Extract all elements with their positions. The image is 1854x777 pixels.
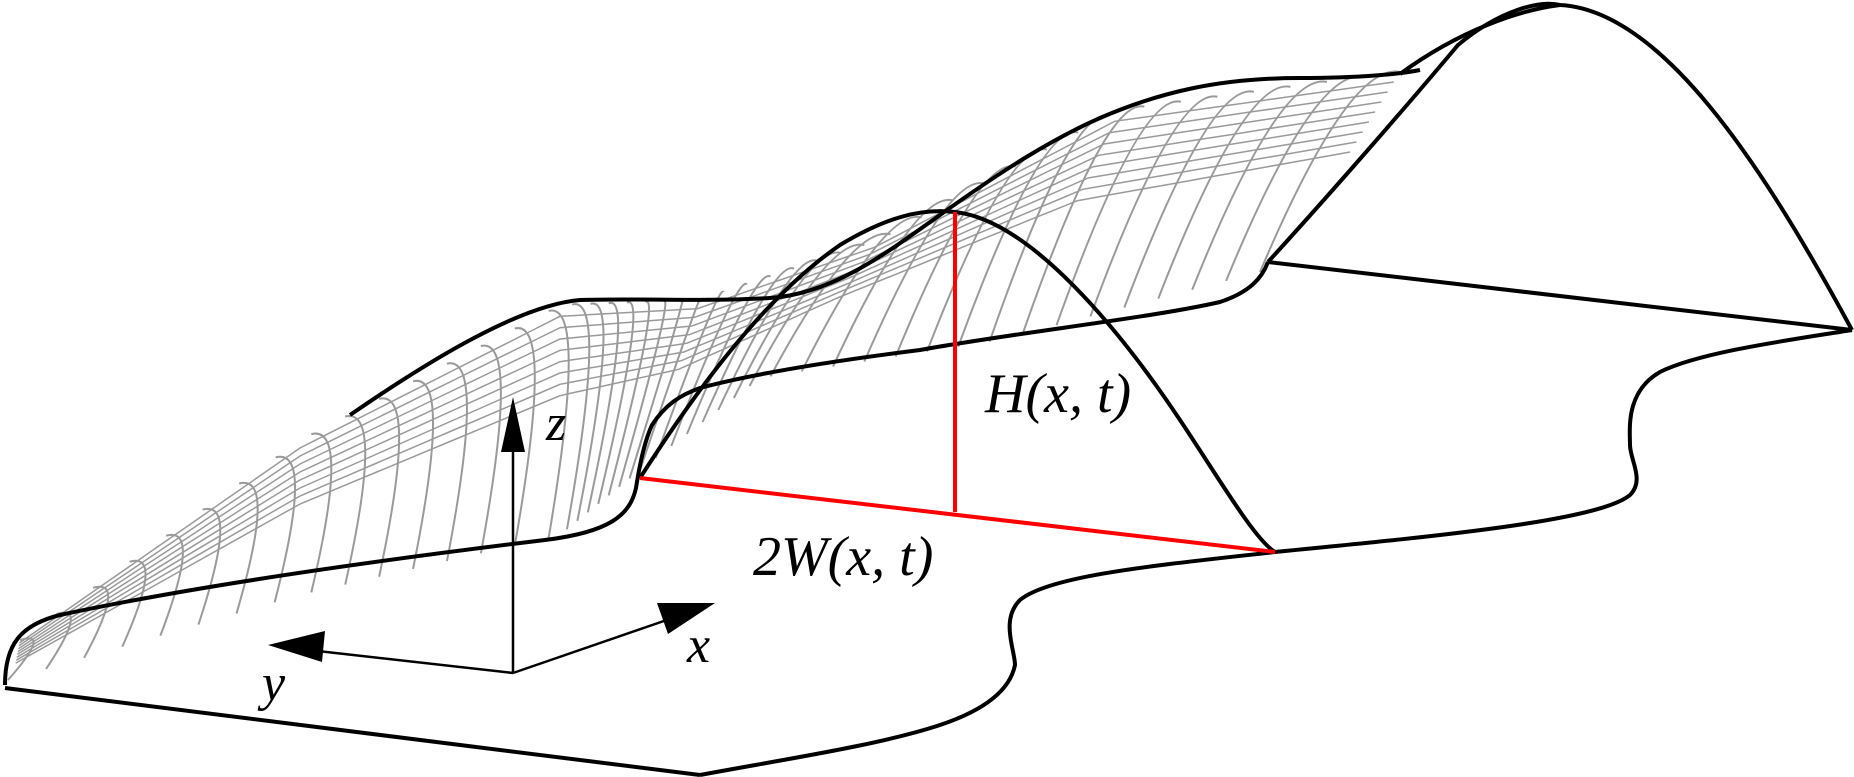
ground-near-edge (4, 686, 701, 777)
mesh-meridian-line (576, 302, 605, 522)
mesh-parallel-line (15, 141, 1357, 661)
near-edge-left (3, 261, 1270, 686)
mesh-meridian-line (639, 298, 701, 471)
mesh-meridian-line (701, 267, 795, 423)
mesh-parallel-line (17, 111, 1376, 653)
x-axis (512, 610, 691, 675)
mesh-meridian-line (618, 299, 667, 488)
mesh-meridian-line (197, 507, 222, 625)
mesh-meridian-line (586, 301, 620, 513)
mesh-meridian-line (513, 327, 536, 546)
mesh-meridian-line (1089, 95, 1218, 317)
mesh-meridian-line (686, 275, 772, 435)
mesh-parallel-line (16, 121, 1370, 656)
mesh-meridian-line (597, 301, 635, 505)
back-arch-top (1398, 3, 1561, 76)
mesh-meridian-line (273, 455, 297, 603)
mesh-meridian-line (479, 344, 502, 554)
back-arch (1266, 1, 1854, 331)
x-axis-arrowhead (657, 603, 715, 634)
mesh-parallel-line (18, 91, 1388, 647)
mesh-meridian-line (412, 379, 434, 570)
mesh-meridian-line (445, 362, 468, 562)
mesh-meridian-line (547, 309, 570, 538)
back-base-line (1267, 260, 1853, 332)
width-dimension-line (639, 476, 1276, 554)
coordinate-axes (268, 397, 715, 675)
z-axis-arrowhead (501, 397, 525, 452)
mesh-meridian-line (344, 415, 367, 585)
mesh-parallel-line (19, 81, 1394, 644)
mesh-meridian-line (565, 303, 591, 530)
mesh-meridian-line (733, 251, 842, 399)
mesh-parallel-line (15, 151, 1351, 664)
mesh-meridian-line (1157, 85, 1291, 299)
x-axis-label: x (686, 617, 710, 674)
mesh-meridian-line (235, 481, 259, 614)
y-axis (299, 647, 514, 675)
mesh-parallel-line (17, 101, 1382, 650)
mesh-meridian-line (310, 432, 333, 593)
crest-ridge (348, 68, 1421, 417)
mesh-meridian-line (670, 282, 748, 447)
mesh-meridian-line (159, 533, 184, 637)
mesh-meridian-line (926, 148, 1048, 352)
mesh-meridian-line (863, 182, 985, 362)
surface-mesh (7, 70, 1401, 681)
mesh-meridian-line (1055, 100, 1182, 326)
mesh-meridian-line (894, 165, 1016, 357)
y-axis-label: y (257, 655, 286, 712)
mesh-meridian-line (1021, 105, 1145, 335)
mesh-meridian-line (1123, 90, 1255, 308)
mesh-meridian-line (800, 215, 922, 372)
mesh-parallel-line (16, 131, 1363, 658)
y-axis-arrowhead (268, 631, 325, 662)
height-label: H(x, t) (984, 363, 1131, 425)
width-label: 2W(x, t) (753, 526, 933, 588)
mesh-meridian-line (378, 397, 401, 577)
mesh-meridian-line (748, 243, 865, 387)
mesh-meridian-line (607, 300, 650, 496)
z-axis-label: z (545, 395, 566, 452)
